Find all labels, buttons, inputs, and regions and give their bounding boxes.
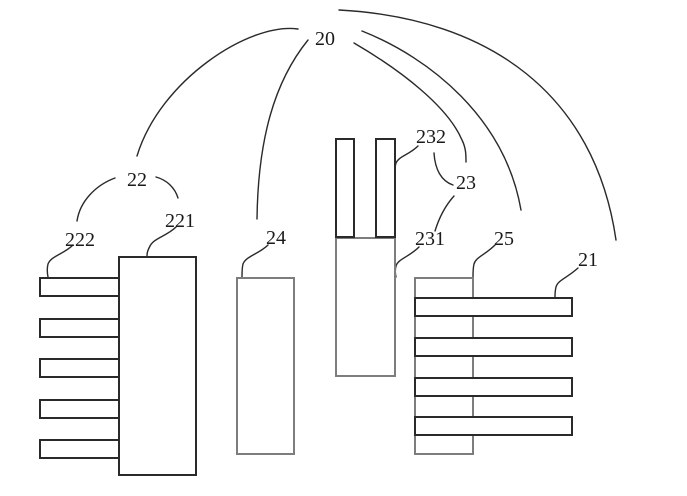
leader-24 [241, 244, 269, 278]
label-20: 20 [315, 28, 335, 50]
fin-222-3 [39, 358, 120, 378]
arc-20-to-21 [338, 9, 617, 241]
fin-222-2 [39, 318, 120, 338]
leader-25 [472, 244, 496, 278]
leader-221 [146, 226, 177, 257]
fin-21-4 [414, 416, 573, 436]
leader-232 [394, 145, 419, 171]
leader-222 [46, 244, 74, 278]
prong-232-left [335, 138, 355, 238]
bracket-22-right-arm [155, 176, 179, 199]
label-25: 25 [494, 228, 514, 250]
label-23: 23 [456, 172, 476, 194]
label-21: 21 [578, 249, 598, 271]
fin-222-1 [39, 277, 120, 297]
fin-222-4 [39, 399, 120, 419]
label-221: 221 [165, 210, 195, 232]
arc-20-to-25 [361, 30, 522, 211]
fin-222-5 [39, 439, 120, 459]
leader-21 [554, 267, 579, 298]
fin-21-1 [414, 297, 573, 317]
fin-21-2 [414, 337, 573, 357]
plate-221 [118, 256, 197, 476]
curve-232-to-23 [433, 152, 454, 186]
arc-20-to-22 [136, 27, 299, 157]
arc-20-to-23 [353, 42, 467, 163]
base-231 [335, 237, 396, 377]
label-232: 232 [416, 126, 446, 148]
label-22: 22 [127, 169, 147, 191]
bracket-22-left-arm [76, 177, 116, 222]
label-231: 231 [415, 228, 445, 250]
arc-20-to-24 [256, 39, 309, 220]
label-24: 24 [266, 227, 286, 249]
leader-231 [394, 246, 420, 278]
prong-232-right [375, 138, 396, 238]
curve-23-to-231 [434, 195, 455, 232]
rod-24 [236, 277, 295, 455]
fin-21-3 [414, 377, 573, 397]
label-222: 222 [65, 229, 95, 251]
